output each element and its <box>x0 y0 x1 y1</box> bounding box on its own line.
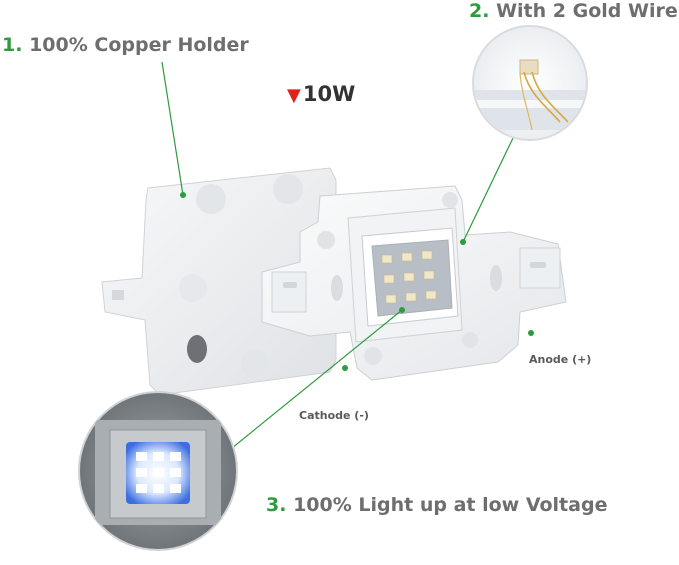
low-voltage-number: 3. <box>266 494 287 516</box>
low-voltage-label: 3. 100% Light up at low Voltage <box>266 494 607 516</box>
wattage-value: 10W <box>302 82 356 106</box>
wattage-label: ▼10W <box>287 82 355 106</box>
gold-wire-label: 2. With 2 Gold Wire <box>469 0 678 22</box>
low-voltage-text: 100% Light up at low Voltage <box>293 494 608 516</box>
gold-wire-number: 2. <box>469 0 490 22</box>
led-front-board <box>261 185 567 381</box>
copper-holder-label: 1. 100% Copper Holder <box>2 34 249 56</box>
anode-label: Anode (+) <box>529 353 592 366</box>
copper-holder-number: 1. <box>2 34 23 56</box>
copper-holder-back-plate <box>101 167 337 396</box>
cathode-label: Cathode (-) <box>299 409 369 422</box>
callout-dots <box>180 192 534 371</box>
lit-led-zoom-circle <box>78 391 238 551</box>
gold-wire-text: With 2 Gold Wire <box>496 0 678 22</box>
copper-holder-text: 100% Copper Holder <box>29 34 249 56</box>
red-down-triangle-icon: ▼ <box>287 85 301 106</box>
gold-wire-zoom-circle <box>472 25 588 141</box>
